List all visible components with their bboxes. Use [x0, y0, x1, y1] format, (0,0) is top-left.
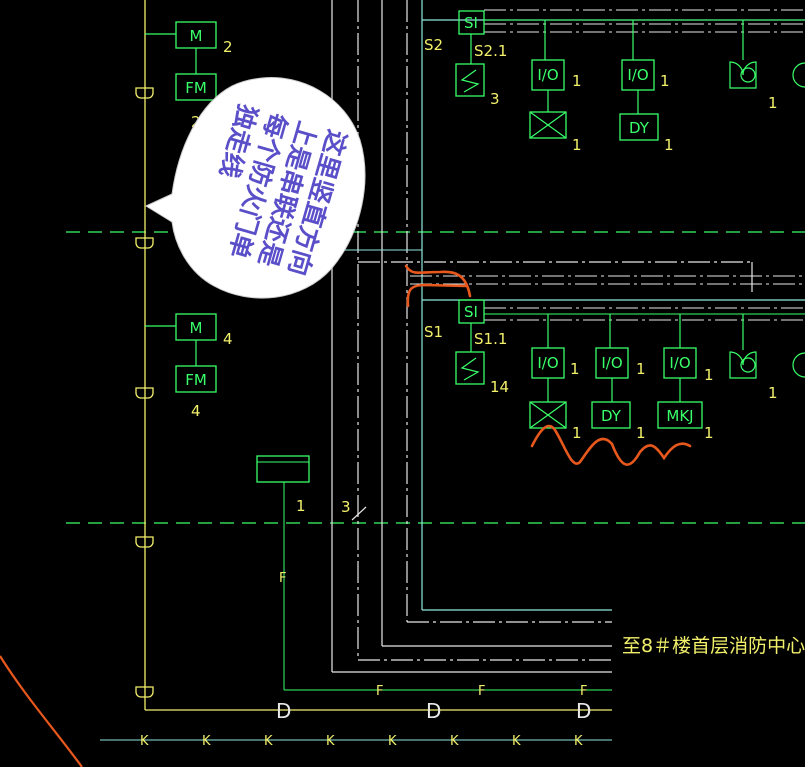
dy-upper-count: 1 — [664, 136, 674, 154]
io-lower-1-count: 1 — [570, 360, 580, 378]
s2-label: S2 — [424, 36, 443, 54]
io-lower-1-label: I/O — [537, 354, 558, 372]
k-mark-4: K — [326, 734, 335, 749]
si-lower-label: SI — [464, 303, 478, 321]
io-lower-2-count: 1 — [636, 360, 646, 378]
panel-drop-mark: F — [279, 571, 286, 586]
k-mark-5: K — [388, 734, 397, 749]
io-lower-2-label: I/O — [601, 354, 622, 372]
f-mark-3: F — [580, 684, 587, 699]
k-mark-8: K — [574, 734, 583, 749]
fm-module-mid — [175, 365, 217, 393]
valve-lower-count: 1 — [572, 424, 582, 442]
d-mark-1: D — [276, 699, 291, 723]
annotation-bubble: 这里竖直方向 上是串联还是 每个防火门单 独走线 — [144, 77, 366, 299]
destination-label: 至8＃楼首层消防中心 — [622, 635, 805, 657]
io-lower-3-count: 1 — [704, 366, 714, 384]
dy-upper-label: DY — [629, 119, 650, 137]
mkj-lower-label: MKJ — [666, 407, 693, 425]
bell-upper-count: 1 — [768, 94, 778, 112]
k-mark-2: K — [202, 734, 211, 749]
io-upper-2-count: 1 — [660, 72, 670, 90]
k-mark-6: K — [450, 734, 459, 749]
valve-upper-icon — [529, 111, 567, 139]
io-upper-1-label: I/O — [537, 66, 558, 84]
bus-taps — [135, 87, 154, 698]
fm-module-mid-count: 4 — [191, 402, 201, 420]
io-upper-2-label: I/O — [627, 66, 648, 84]
s2-1-label: S2.1 — [474, 42, 507, 60]
orange-mark-bracket — [404, 264, 472, 308]
m-module-top-count: 2 — [223, 38, 233, 56]
bell-lower-circle — [740, 357, 756, 373]
cable-tick — [351, 506, 367, 521]
valve-lower — [529, 401, 567, 429]
d-mark-2: D — [426, 699, 441, 723]
cable-count: 3 — [341, 498, 351, 516]
smoke-detector-lower — [455, 351, 485, 385]
fm-module-top — [175, 73, 217, 101]
k-mark-7: K — [512, 734, 521, 749]
bus-tap-4 — [135, 536, 154, 548]
smoke-detector-lower-count: 14 — [490, 378, 509, 396]
dy-lower-count: 1 — [636, 424, 646, 442]
bus-tap-5 — [135, 686, 154, 698]
mkj-lower — [657, 401, 703, 429]
f-line-marks: F F F — [376, 684, 587, 699]
valve-lower-icon — [529, 401, 567, 429]
k-mark-3: K — [264, 734, 273, 749]
f-mark-1: F — [376, 684, 383, 699]
bell-lower-count: 1 — [768, 384, 778, 402]
fm-module-mid-label: FM — [185, 371, 207, 389]
bus-tap-2 — [135, 237, 154, 249]
bell-upper-icon — [729, 61, 757, 89]
bell-upper-edge — [792, 62, 805, 88]
m-module-top-label: M — [190, 27, 203, 45]
m-module-mid-count: 4 — [223, 330, 233, 348]
dy-lower — [591, 401, 631, 429]
mkj-lower-count: 1 — [704, 424, 714, 442]
orange-mark-zigzag — [530, 424, 692, 466]
fm-module-top-label: FM — [185, 79, 207, 97]
d-marks: D D D — [276, 699, 591, 723]
d-mark-3: D — [576, 699, 591, 723]
bell-upper-circle — [740, 67, 756, 83]
orange-mark-arc — [0, 655, 83, 767]
bell-lower-icon — [729, 351, 757, 379]
smoke-detector-upper — [455, 63, 485, 97]
io-upper-1-count: 1 — [572, 72, 582, 90]
smoke-detector-lower-icon — [460, 357, 480, 381]
valve-upper — [529, 111, 567, 139]
k-mark-1: K — [140, 734, 149, 749]
bus-tap-1 — [135, 87, 154, 99]
s1-1-label: S1.1 — [474, 330, 507, 348]
k-line-marks: K K K K K K K K — [140, 734, 583, 749]
m-module-mid-label: M — [190, 319, 203, 337]
dy-lower-label: DY — [601, 407, 622, 425]
s1-label: S1 — [424, 323, 443, 341]
f-mark-2: F — [478, 684, 485, 699]
panel-box — [256, 455, 310, 483]
valve-upper-count: 1 — [572, 136, 582, 154]
panel-count: 1 — [296, 497, 306, 515]
smoke-detector-upper-count: 3 — [490, 90, 500, 108]
bus-tap-3 — [135, 387, 154, 399]
dy-upper — [619, 113, 659, 141]
si-upper-label: SI — [464, 14, 478, 32]
smoke-detector-upper-icon — [460, 69, 480, 93]
io-lower-3-label: I/O — [669, 354, 690, 372]
annotation-bubble-shape — [144, 77, 366, 299]
bell-lower-edge — [792, 352, 805, 378]
